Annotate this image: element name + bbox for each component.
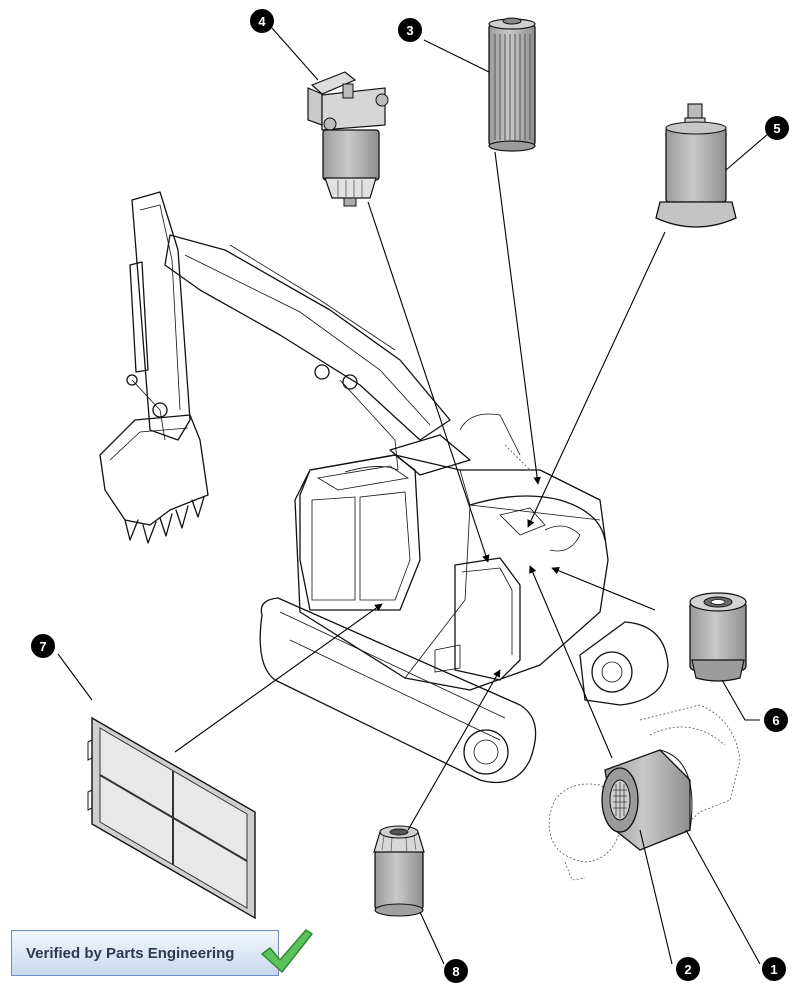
callout-label: 2 [684, 962, 691, 977]
excavator-illustration [99, 191, 669, 784]
checkmark-icon [261, 929, 313, 973]
boom [164, 234, 451, 471]
callout-label: 4 [258, 14, 266, 29]
callout-5: 5 [765, 116, 789, 140]
fuel-filter-assembly-4 [307, 71, 389, 207]
verified-badge-text: Verified by Parts Engineering [26, 944, 235, 962]
callout-label: 5 [773, 121, 780, 136]
callout-2: 2 [676, 957, 700, 981]
air-filter-housing [548, 704, 741, 881]
oil-filter-6 [689, 592, 747, 682]
callout-label: 7 [39, 639, 46, 654]
callout-label: 3 [406, 23, 413, 38]
breather-filter-5 [655, 103, 737, 228]
callout-4: 4 [250, 9, 274, 33]
callout-7: 7 [31, 634, 55, 658]
callout-8: 8 [444, 959, 468, 983]
filter-element-3 [488, 17, 536, 152]
inner-air-filter-2 [601, 767, 639, 833]
callout-6: 6 [764, 708, 788, 732]
callout-label: 8 [452, 964, 459, 979]
leader-lines [57, 27, 769, 965]
bucket [99, 414, 209, 544]
callout-label: 6 [772, 713, 779, 728]
arm [126, 191, 191, 441]
cabin-air-filter-7 [87, 716, 256, 920]
callout-1: 1 [762, 957, 786, 981]
pilot-filter-8 [373, 825, 425, 917]
verified-badge: Verified by Parts Engineering [11, 930, 279, 976]
callout-3: 3 [398, 18, 422, 42]
rear-track [259, 597, 537, 784]
front-track [579, 621, 669, 706]
callout-label: 1 [770, 962, 777, 977]
upper-structure [294, 413, 609, 691]
